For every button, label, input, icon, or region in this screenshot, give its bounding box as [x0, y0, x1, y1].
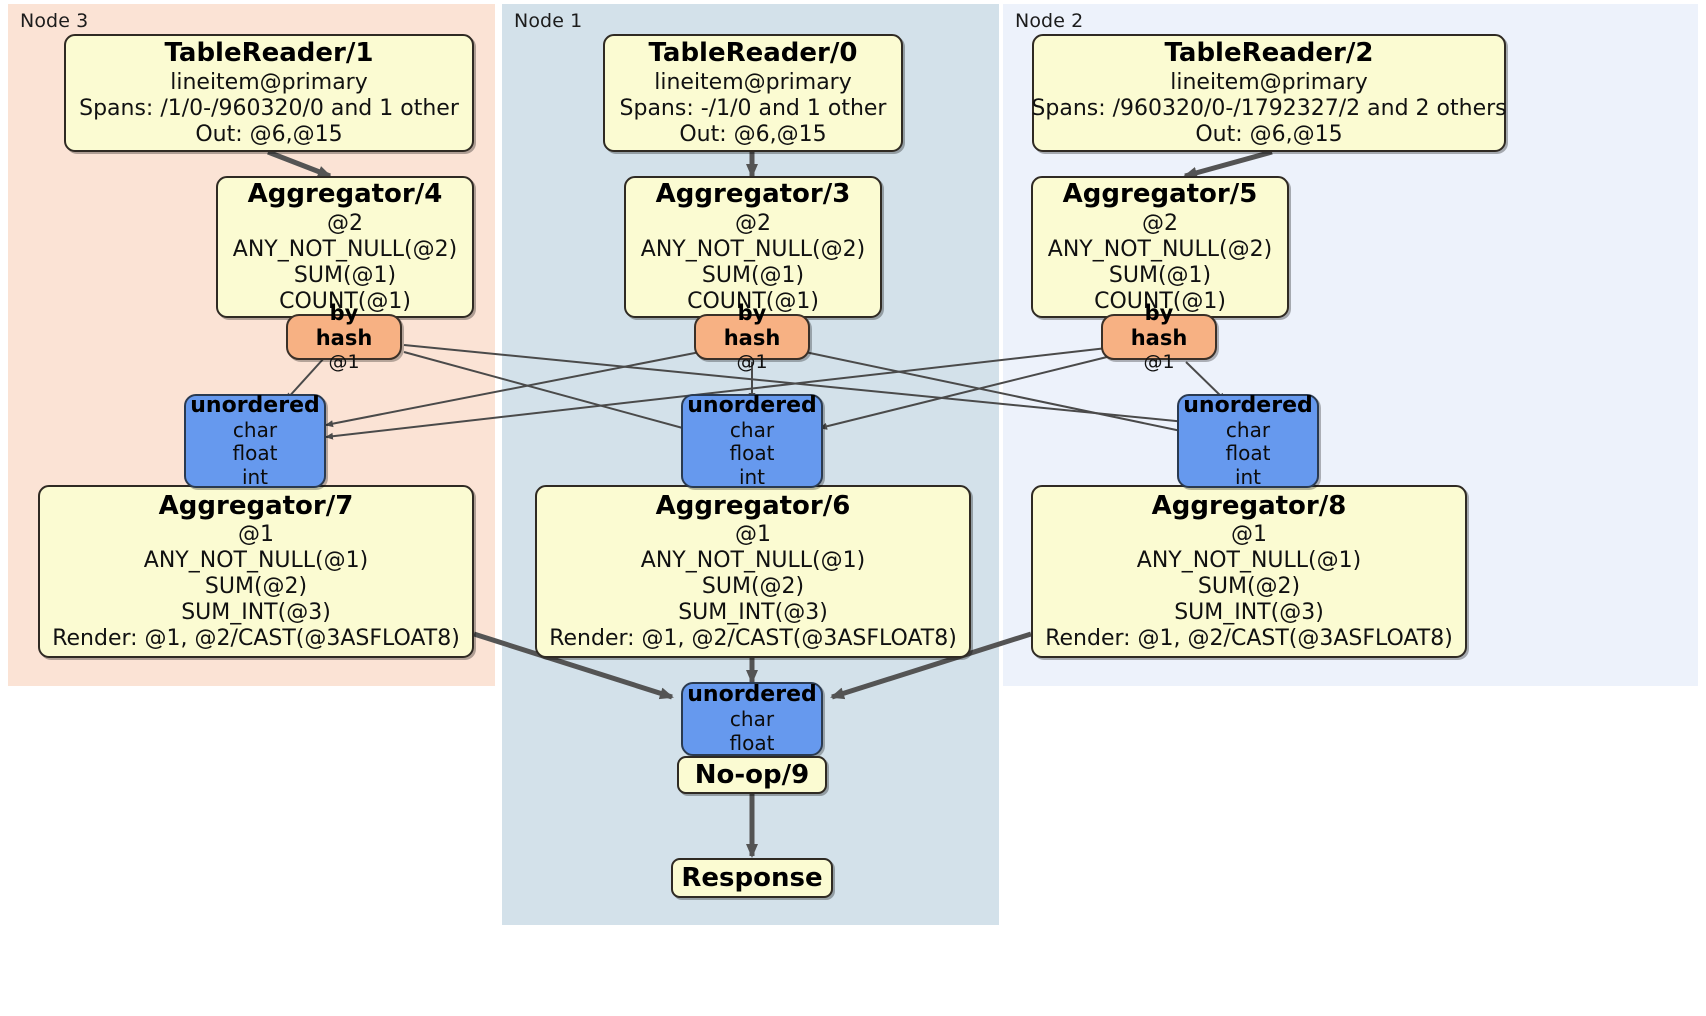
processor-agg-1: ANY_NOT_NULL(@2)	[232, 236, 458, 262]
processor-group-cols: @1	[735, 522, 771, 548]
processor-out: Out: @6,@15	[1195, 121, 1343, 147]
processor-title: Aggregator/5	[1062, 179, 1258, 210]
processor-group-cols: @2	[735, 210, 771, 236]
synchronizer-title: unordered	[687, 392, 817, 418]
processor-title: Aggregator/6	[655, 490, 851, 521]
synchronizer-unordered-node2[interactable]: unordered char float int	[1177, 392, 1319, 489]
processor-aggregator-7[interactable]: Aggregator/7 @1 ANY_NOT_NULL(@1) SUM(@2)…	[38, 485, 474, 658]
router-title: by hash	[315, 301, 373, 350]
processor-agg-1: ANY_NOT_NULL(@1)	[640, 548, 866, 574]
processor-agg-2: SUM(@1)	[293, 262, 397, 288]
router-by-hash-node2[interactable]: by hash @1	[1101, 301, 1217, 373]
synchronizer-title: unordered	[687, 682, 817, 708]
synchronizer-type-3: int	[738, 464, 766, 489]
processor-table: lineitem@primary	[170, 69, 368, 95]
processor-agg-1: ANY_NOT_NULL(@2)	[1047, 236, 1273, 262]
processor-noop-9[interactable]: No-op/9	[677, 756, 827, 794]
processor-render: Render: @1, @2/CAST(@3ASFLOAT8)	[52, 626, 460, 652]
processor-table: lineitem@primary	[1170, 69, 1368, 95]
synchronizer-type-2: float	[232, 441, 278, 466]
synchronizer-type-3: int	[241, 464, 269, 489]
processor-render: Render: @1, @2/CAST(@3ASFLOAT8)	[549, 626, 957, 652]
router-column: @1	[736, 350, 768, 373]
processor-tablereader-2[interactable]: TableReader/2 lineitem@primary Spans: /9…	[1031, 34, 1507, 152]
synchronizer-unordered-final[interactable]: unordered char float	[681, 682, 823, 756]
processor-out: Out: @6,@15	[679, 121, 827, 147]
processor-group-cols: @2	[327, 210, 363, 236]
processor-agg-3: SUM_INT(@3)	[1174, 600, 1324, 626]
processor-agg-2: SUM(@1)	[1108, 262, 1212, 288]
synchronizer-type-1: char	[729, 707, 775, 732]
synchronizer-unordered-node1[interactable]: unordered char float int	[681, 392, 823, 489]
processor-title: TableReader/0	[648, 38, 858, 69]
processor-title: Aggregator/4	[247, 179, 443, 210]
processor-agg-2: SUM(@2)	[204, 574, 308, 600]
response-title: Response	[681, 862, 823, 893]
processor-aggregator-3[interactable]: Aggregator/3 @2 ANY_NOT_NULL(@2) SUM(@1)…	[624, 176, 882, 318]
processor-agg-3: COUNT(@1)	[279, 288, 411, 314]
synchronizer-type-2: float	[1225, 441, 1271, 466]
processor-group-cols: @2	[1142, 210, 1178, 236]
synchronizer-type-2: float	[729, 730, 775, 755]
synchronizer-type-1: char	[232, 417, 278, 442]
processor-spans: Spans: /1/0-/960320/0 and 1 other	[79, 95, 459, 121]
processor-agg-1: ANY_NOT_NULL(@1)	[1136, 548, 1362, 574]
processor-tablereader-1[interactable]: TableReader/1 lineitem@primary Spans: /1…	[64, 34, 474, 152]
processor-title: No-op/9	[694, 759, 810, 790]
synchronizer-type-1: char	[1225, 417, 1271, 442]
processor-agg-3: SUM_INT(@3)	[181, 600, 331, 626]
processor-agg-3: COUNT(@1)	[687, 288, 819, 314]
processor-agg-3: SUM_INT(@3)	[678, 600, 828, 626]
processor-agg-1: ANY_NOT_NULL(@2)	[640, 236, 866, 262]
processor-agg-2: SUM(@1)	[701, 262, 805, 288]
synchronizer-unordered-node3[interactable]: unordered char float int	[184, 392, 326, 489]
router-column: @1	[328, 350, 360, 373]
router-column: @1	[1143, 350, 1175, 373]
router-title: by hash	[1130, 301, 1188, 350]
processor-agg-1: ANY_NOT_NULL(@1)	[143, 548, 369, 574]
processor-tablereader-0[interactable]: TableReader/0 lineitem@primary Spans: -/…	[603, 34, 903, 152]
processor-group-cols: @1	[238, 522, 274, 548]
synchronizer-type-3: int	[1234, 464, 1262, 489]
node-panel-label-node2: Node 2	[1015, 10, 1084, 32]
processor-title: Aggregator/8	[1151, 490, 1347, 521]
processor-aggregator-5[interactable]: Aggregator/5 @2 ANY_NOT_NULL(@2) SUM(@1)…	[1031, 176, 1289, 318]
processor-aggregator-6[interactable]: Aggregator/6 @1 ANY_NOT_NULL(@1) SUM(@2)…	[535, 485, 971, 658]
processor-title: Aggregator/7	[158, 490, 354, 521]
processor-spans: Spans: /960320/0-/1792327/2 and 2 others	[1031, 95, 1507, 121]
router-by-hash-node3[interactable]: by hash @1	[286, 301, 402, 373]
router-by-hash-node1[interactable]: by hash @1	[694, 301, 810, 373]
synchronizer-title: unordered	[1183, 392, 1313, 418]
processor-agg-3: COUNT(@1)	[1094, 288, 1226, 314]
processor-title: TableReader/1	[164, 38, 374, 69]
processor-table: lineitem@primary	[654, 69, 852, 95]
node-panel-label-node3: Node 3	[20, 10, 89, 32]
node-response[interactable]: Response	[671, 858, 833, 898]
synchronizer-title: unordered	[190, 392, 320, 418]
processor-aggregator-8[interactable]: Aggregator/8 @1 ANY_NOT_NULL(@1) SUM(@2)…	[1031, 485, 1467, 658]
processor-agg-2: SUM(@2)	[1197, 574, 1301, 600]
processor-title: TableReader/2	[1164, 38, 1374, 69]
router-title: by hash	[723, 301, 781, 350]
processor-agg-2: SUM(@2)	[701, 574, 805, 600]
processor-out: Out: @6,@15	[195, 121, 343, 147]
synchronizer-type-1: char	[729, 417, 775, 442]
processor-aggregator-4[interactable]: Aggregator/4 @2 ANY_NOT_NULL(@2) SUM(@1)…	[216, 176, 474, 318]
processor-render: Render: @1, @2/CAST(@3ASFLOAT8)	[1045, 626, 1453, 652]
processor-title: Aggregator/3	[655, 179, 851, 210]
synchronizer-type-2: float	[729, 441, 775, 466]
node-panel-label-node1: Node 1	[514, 10, 583, 32]
processor-spans: Spans: -/1/0 and 1 other	[619, 95, 887, 121]
processor-group-cols: @1	[1231, 522, 1267, 548]
